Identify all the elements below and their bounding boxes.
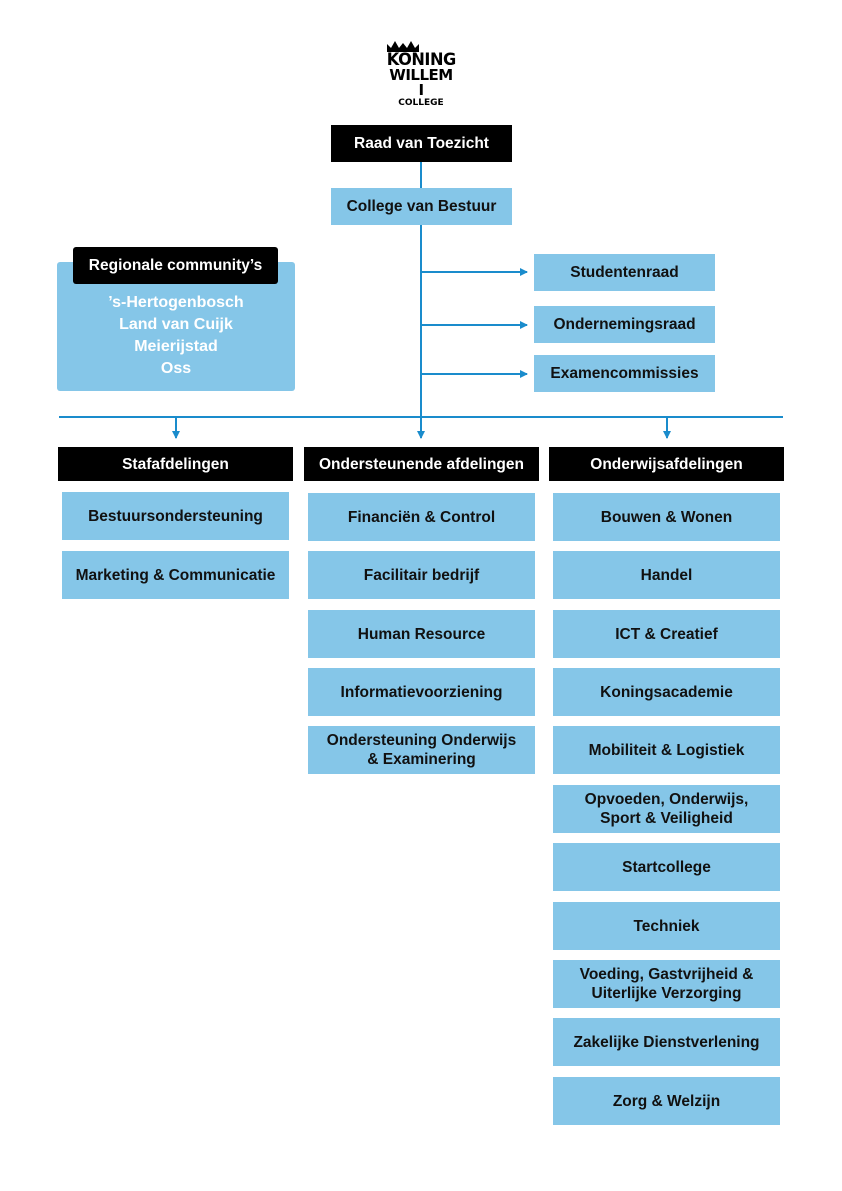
region-place: Meierijstad — [134, 338, 218, 355]
staff-item: Marketing & Communicatie — [62, 551, 289, 599]
regional-communities-title: Regionale community’s — [73, 247, 278, 284]
stafafdelingen-header: Stafafdelingen — [58, 447, 293, 481]
education-item: Opvoeden, Onderwijs, Sport & Veiligheid — [553, 785, 780, 833]
staff-item: Bestuursondersteuning — [62, 492, 289, 540]
education-item: Zakelijke Dienstverlening — [553, 1018, 780, 1066]
support-item: Informatievoorziening — [308, 668, 535, 716]
examencommissies-box: Examencommissies — [534, 355, 715, 392]
education-item: Koningsacademie — [553, 668, 780, 716]
education-item: Techniek — [553, 902, 780, 950]
logo-line-3: COLLEGE — [398, 98, 444, 108]
college-van-bestuur-box: College van Bestuur — [331, 188, 512, 225]
region-place: ’s-Hertogenbosch — [108, 294, 244, 311]
region-place: Oss — [160, 360, 192, 377]
studentenraad-box: Studentenraad — [534, 254, 715, 291]
education-item: ICT & Creatief — [553, 610, 780, 658]
logo-line-2: WILLEM I — [389, 66, 453, 99]
education-item: Startcollege — [553, 843, 780, 891]
support-item: Facilitair bedrijf — [308, 551, 535, 599]
crown-icon — [387, 41, 419, 52]
region-place: Land van Cuijk — [119, 316, 233, 333]
ondersteunende-afdelingen-header: Ondersteunende afdelingen — [304, 447, 539, 481]
support-item: Human Resource — [308, 610, 535, 658]
education-item: Voeding, Gastvrijheid & Uiterlijke Verzo… — [553, 960, 780, 1008]
education-item: Mobiliteit & Logistiek — [553, 726, 780, 774]
raad-van-toezicht-box: Raad van Toezicht — [331, 125, 512, 162]
regional-communities-list: ’s-Hertogenbosch Land van Cuijk Meierijs… — [57, 292, 295, 380]
ondernemingsraad-box: Ondernemingsraad — [534, 306, 715, 343]
koning-willem-logo: KONING WILLEM I COLLEGE — [385, 40, 457, 108]
education-item: Bouwen & Wonen — [553, 493, 780, 541]
support-item: Ondersteuning Onderwijs & Examinering — [308, 726, 535, 774]
education-item: Handel — [553, 551, 780, 599]
education-item: Zorg & Welzijn — [553, 1077, 780, 1125]
logo-line-1: KONING — [386, 50, 456, 70]
onderwijsafdelingen-header: Onderwijsafdelingen — [549, 447, 784, 481]
support-item: Financiën & Control — [308, 493, 535, 541]
